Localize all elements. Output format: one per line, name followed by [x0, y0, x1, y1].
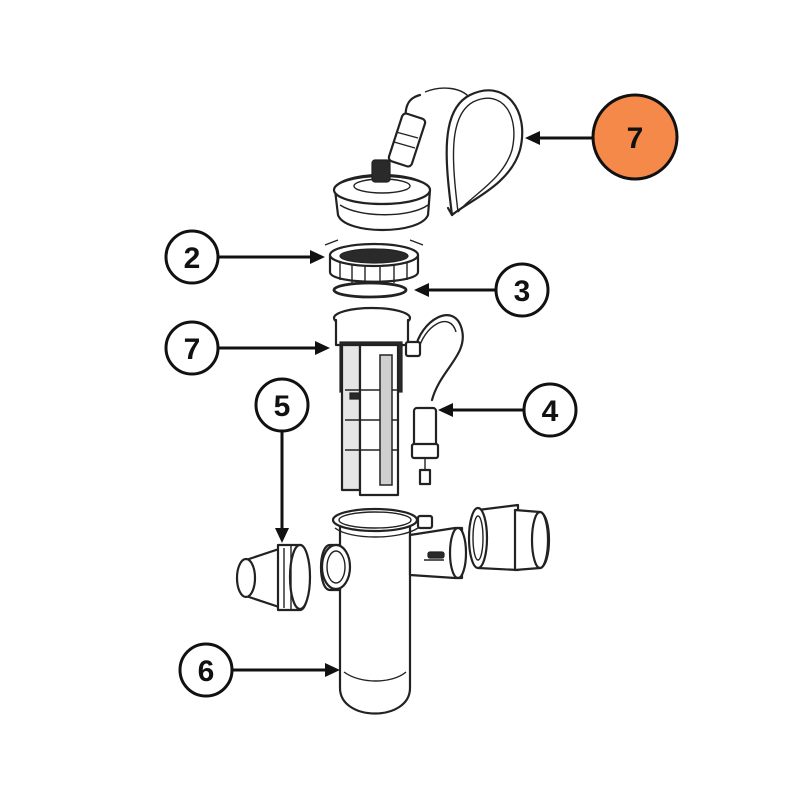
callout-arrows: [218, 131, 592, 677]
o-ring: [332, 281, 408, 299]
callout-label: 3: [514, 275, 531, 308]
ring-nut: [324, 239, 424, 284]
callout-7: 7: [164, 320, 220, 376]
top-cable-assembly: [332, 87, 524, 231]
callout-2: 2: [164, 229, 220, 285]
callout-circle: [254, 377, 310, 433]
callout-3: 3: [494, 262, 550, 318]
callout-label: 4: [542, 395, 559, 428]
callout-circle: [164, 320, 220, 376]
callout-circle: [178, 642, 234, 698]
housing: [320, 507, 468, 715]
sensor-probe: [404, 314, 464, 486]
callout-label: 2: [184, 242, 201, 275]
callout-label: 7: [184, 333, 201, 366]
callout-6: 6: [178, 642, 234, 698]
callout-5: 5: [254, 377, 310, 433]
callout-circle: [164, 229, 220, 285]
callout-4: 4: [522, 382, 578, 438]
cell-body: [332, 306, 412, 497]
union-right: [467, 503, 550, 572]
callout-circle: [591, 93, 679, 181]
callout-label: 7: [627, 122, 644, 155]
union-left: [235, 543, 312, 612]
callout-label: 6: [198, 655, 215, 688]
callout-label: 5: [274, 390, 291, 423]
callout-7-top: 7: [591, 93, 679, 181]
callout-circle: [494, 262, 550, 318]
callout-circle: [522, 382, 578, 438]
